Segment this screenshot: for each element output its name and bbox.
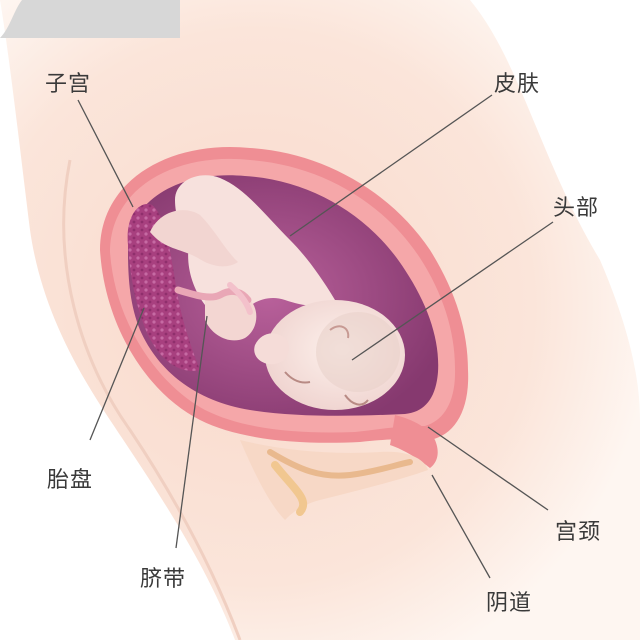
- leader-cord: [175, 315, 208, 549]
- cervix: [390, 415, 438, 468]
- leader-vagina: [431, 474, 491, 579]
- leader-cervix: [427, 426, 549, 511]
- week-badge: 35week: [533, 5, 622, 32]
- label-skin: 皮肤: [494, 72, 541, 97]
- leader-lines: [77, 94, 554, 579]
- label-umbilical-cord: 脐带: [140, 567, 187, 592]
- label-uterus: 子宫: [45, 72, 92, 97]
- label-cervix: 宫颈: [555, 520, 602, 545]
- label-vagina: 阴道: [486, 591, 533, 616]
- leader-head: [351, 221, 554, 361]
- body-contour-line: [62, 159, 242, 640]
- leader-placenta: [89, 307, 145, 441]
- placenta: [127, 204, 200, 371]
- leader-skin: [289, 94, 493, 237]
- fetus-body: [175, 175, 335, 317]
- label-head: 头部: [553, 196, 600, 221]
- leader-uterus: [77, 99, 134, 208]
- label-placenta: 胎盘: [47, 468, 94, 493]
- week-badge-shape: [0, 0, 180, 38]
